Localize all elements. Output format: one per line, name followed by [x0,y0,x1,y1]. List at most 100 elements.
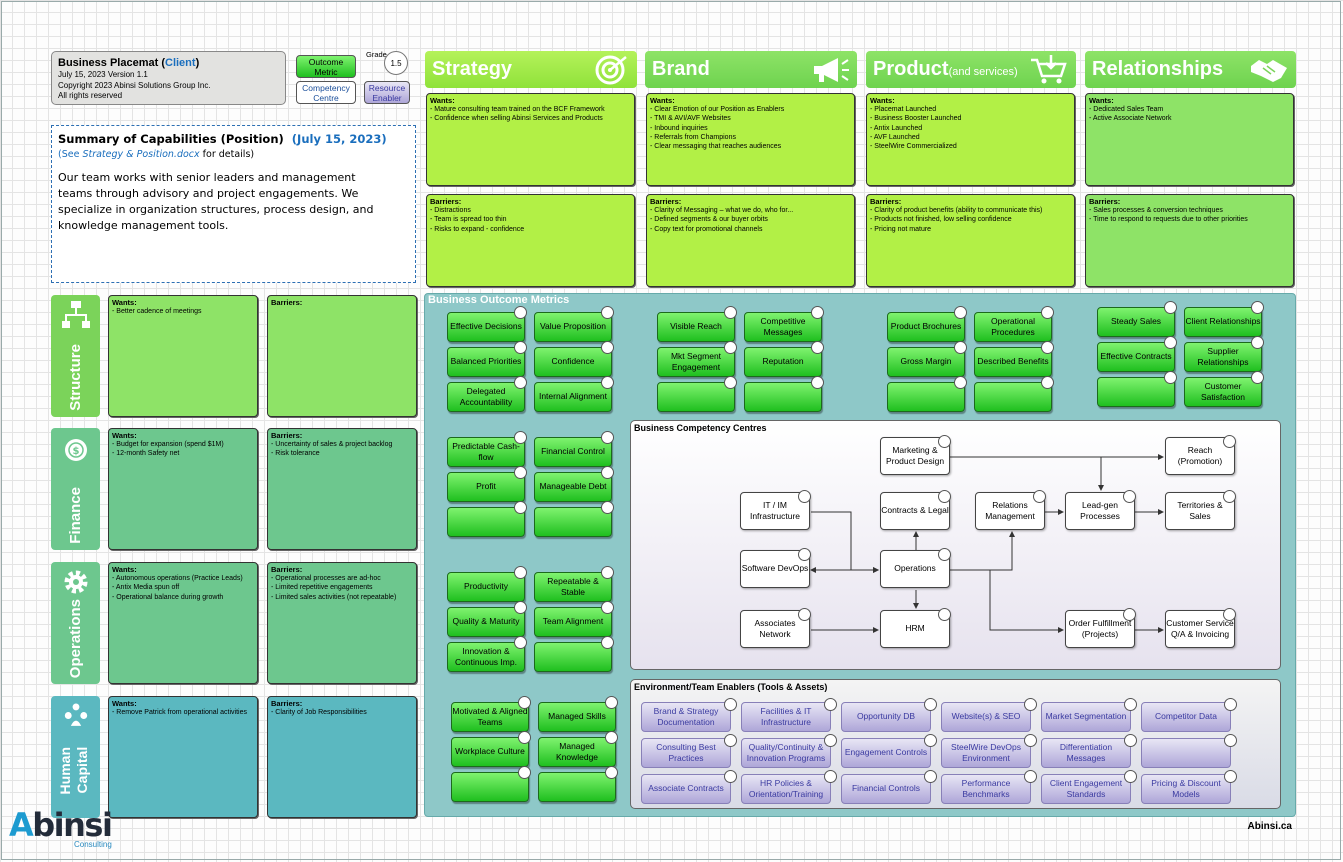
metric-grade-circle[interactable] [518,731,531,744]
finance-wants-box[interactable]: Wants:- Budget for expansion (spend $1M)… [108,428,258,550]
metric-grade-circle[interactable] [514,566,527,579]
enabler-6[interactable]: Consulting Best Practices [641,738,731,768]
metric-grade-circle[interactable] [954,376,967,389]
metric-brand-2[interactable]: Mkt Segment Engagement [657,347,735,377]
metric-grade-circle[interactable] [811,341,824,354]
node-reach[interactable]: Reach (Promotion) [1165,437,1235,475]
enabler-grade-circle[interactable] [924,770,937,783]
node-grade-circle[interactable] [938,548,951,561]
metric-operations-2[interactable]: Quality & Maturity [447,607,525,637]
metric-operations-0[interactable]: Productivity [447,572,525,602]
metric-relationships-2[interactable]: Effective Contracts [1097,342,1175,372]
enabler-grade-circle[interactable] [1124,698,1137,711]
enabler-7[interactable]: Quality/Continuity & Innovation Programs [741,738,831,768]
finance-barriers-box[interactable]: Barriers:- Uncertainty of sales & projec… [267,428,417,550]
metric-grade-circle[interactable] [601,566,614,579]
summary-body[interactable]: Our team works with senior leaders and m… [58,171,374,232]
human-capital-wants-box[interactable]: Wants:- Remove Patrick from operational … [108,696,258,818]
metric-human_capital-4[interactable] [451,772,529,802]
node-grade-circle[interactable] [1223,490,1236,503]
enabler-16[interactable]: Client Engagement Standards [1041,774,1131,804]
metric-finance-4[interactable] [447,507,525,537]
metric-human_capital-1[interactable]: Managed Skills [538,702,616,732]
metric-grade-circle[interactable] [601,431,614,444]
node-grade-circle[interactable] [798,548,811,561]
enabler-8[interactable]: Engagement Controls [841,738,931,768]
enabler-grade-circle[interactable] [824,734,837,747]
enabler-1[interactable]: Facilities & IT Infrastructure [741,702,831,732]
site-url[interactable]: Abinsi.ca [1247,821,1292,832]
metric-finance-2[interactable]: Profit [447,472,525,502]
summary-panel[interactable]: Summary of Capabilities (Position) (July… [51,125,416,283]
metric-grade-circle[interactable] [605,766,618,779]
metric-grade-circle[interactable] [514,341,527,354]
brand-barriers-box[interactable]: Barriers: - Clarity of Messaging – what … [646,194,855,287]
client-link[interactable]: Client [165,57,196,69]
enabler-grade-circle[interactable] [724,770,737,783]
metric-relationships-3[interactable]: Supplier Relationships [1184,342,1262,372]
metric-finance-1[interactable]: Financial Control [534,437,612,467]
metric-grade-circle[interactable] [601,501,614,514]
metric-relationships-4[interactable] [1097,377,1175,407]
metric-grade-circle[interactable] [601,636,614,649]
metric-brand-4[interactable] [657,382,735,412]
node-grade-circle[interactable] [1223,435,1236,448]
human-capital-barriers-box[interactable]: Barriers:- Clarity of Job Responsibiliti… [267,696,417,818]
structure-wants-box[interactable]: Wants:- Better cadence of meetings [108,295,258,417]
enabler-13[interactable]: HR Policies & Orientation/Training [741,774,831,804]
metric-finance-5[interactable] [534,507,612,537]
operations-barriers-box[interactable]: Barriers:- Operational processes are ad-… [267,562,417,684]
metric-grade-circle[interactable] [514,376,527,389]
enabler-grade-circle[interactable] [924,698,937,711]
metric-brand-0[interactable]: Visible Reach [657,312,735,342]
metric-product-2[interactable]: Gross Margin [887,347,965,377]
metric-strategy-5[interactable]: Internal Alignment [534,382,612,412]
enabler-grade-circle[interactable] [724,698,737,711]
metric-grade-circle[interactable] [1041,376,1054,389]
metric-strategy-4[interactable]: Delegated Accountability [447,382,525,412]
enabler-grade-circle[interactable] [824,770,837,783]
enabler-12[interactable]: Associate Contracts [641,774,731,804]
metric-grade-circle[interactable] [601,601,614,614]
metric-operations-1[interactable]: Repeatable & Stable [534,572,612,602]
metric-product-0[interactable]: Product Brochures [887,312,965,342]
metric-finance-3[interactable]: Manageable Debt [534,472,612,502]
metric-strategy-2[interactable]: Balanced Priorities [447,347,525,377]
enabler-11[interactable] [1141,738,1231,768]
metric-grade-circle[interactable] [514,601,527,614]
metric-strategy-0[interactable]: Effective Decisions [447,312,525,342]
metric-grade-circle[interactable] [811,376,824,389]
metric-relationships-5[interactable]: Customer Satisfaction [1184,377,1262,407]
enabler-15[interactable]: Performance Benchmarks [941,774,1031,804]
enabler-grade-circle[interactable] [924,734,937,747]
structure-barriers-box[interactable]: Barriers: [267,295,417,417]
metric-operations-3[interactable]: Team Alignment [534,607,612,637]
metric-grade-circle[interactable] [518,696,531,709]
metric-grade-circle[interactable] [514,306,527,319]
enabler-14[interactable]: Financial Controls [841,774,931,804]
metric-grade-circle[interactable] [1251,336,1264,349]
metric-grade-circle[interactable] [605,696,618,709]
metric-grade-circle[interactable] [601,466,614,479]
metric-grade-circle[interactable] [601,341,614,354]
node-grade-circle[interactable] [798,490,811,503]
metric-grade-circle[interactable] [1164,336,1177,349]
metric-grade-circle[interactable] [954,341,967,354]
enabler-grade-circle[interactable] [1224,770,1237,783]
metric-grade-circle[interactable] [1164,301,1177,314]
metric-grade-circle[interactable] [1041,341,1054,354]
product-wants-box[interactable]: Wants: - Placemat Launched- Business Boo… [866,93,1075,186]
metric-grade-circle[interactable] [514,466,527,479]
metric-product-3[interactable]: Described Benefits [974,347,1052,377]
metric-relationships-0[interactable]: Steady Sales [1097,307,1175,337]
node-operations[interactable]: Operations [880,550,950,588]
metric-operations-4[interactable]: Innovation & Continuous Imp. [447,642,525,672]
node-grade-circle[interactable] [938,490,951,503]
node-grade-circle[interactable] [938,435,951,448]
metric-human_capital-3[interactable]: Managed Knowledge [538,737,616,767]
metric-relationships-1[interactable]: Client Relationships [1184,307,1262,337]
metric-grade-circle[interactable] [724,341,737,354]
metric-human_capital-5[interactable] [538,772,616,802]
strategy-wants-box[interactable]: Wants: - Mature consulting team trained … [426,93,635,186]
metric-product-1[interactable]: Operational Procedures [974,312,1052,342]
